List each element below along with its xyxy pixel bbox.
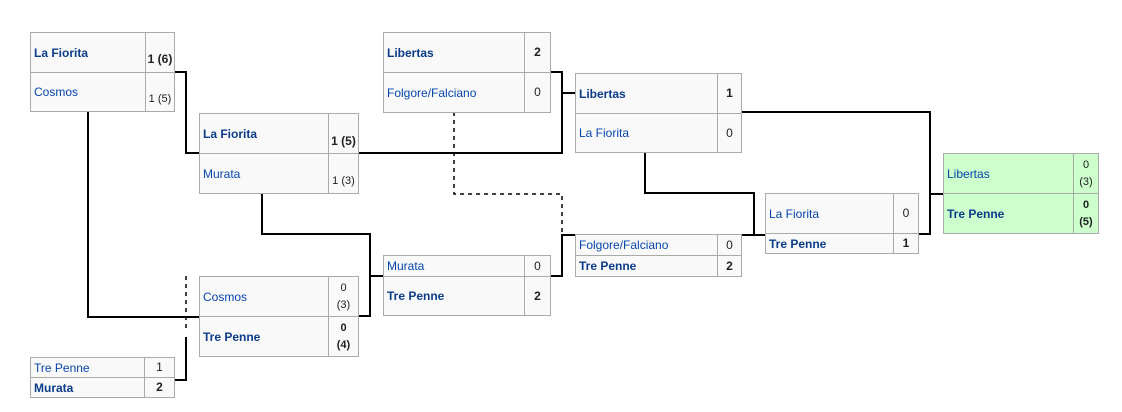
connector-r2b-r3b: [358, 275, 384, 317]
score-value: 0 (3): [328, 277, 358, 316]
team-name[interactable]: Murata: [387, 259, 425, 273]
score-value: 2: [524, 277, 550, 315]
score-goals: 0: [340, 321, 347, 334]
score-value: 0: [717, 114, 741, 152]
team-row: Murata 1 (3): [199, 153, 359, 194]
team-name[interactable]: Cosmos: [203, 289, 248, 304]
score-goals: 1: [148, 92, 155, 105]
team-name[interactable]: Murata: [34, 380, 74, 395]
team-name[interactable]: La Fiorita: [34, 45, 89, 60]
score-value: 1: [717, 74, 741, 113]
team-row: Tre Penne 1: [30, 357, 175, 378]
team-name[interactable]: Folgore/Falciano: [387, 85, 477, 100]
score-pens: (3): [336, 298, 351, 311]
team-row: La Fiorita 0: [765, 193, 919, 234]
team-name[interactable]: Murata: [203, 166, 241, 181]
score-value: 0: [524, 73, 550, 112]
team-name[interactable]: La Fiorita: [579, 126, 630, 140]
connector-fiorita-r5: [644, 153, 755, 236]
score-value: 0 (4): [328, 317, 358, 356]
connector-r2a-r4a: [358, 71, 563, 154]
connector-r3b-r4b: [550, 234, 576, 277]
team-name[interactable]: Tre Penne: [769, 236, 827, 251]
score-value: 2: [144, 378, 174, 397]
score-pens: (3): [1079, 175, 1093, 188]
score-pens: (5): [157, 92, 172, 105]
score-goals: 1: [332, 175, 339, 187]
team-row: Libertas 1: [575, 73, 742, 114]
score-value: 0: [717, 235, 741, 255]
score-pens: (3): [341, 175, 355, 187]
team-row: Murata 0: [383, 255, 551, 277]
score-value: 1 (3): [328, 154, 358, 193]
score-value: 0 (3): [1073, 154, 1098, 193]
team-row: Tre Penne 0 (5): [943, 193, 1099, 234]
score-value: 2: [524, 33, 550, 72]
team-row: Cosmos 0 (3): [199, 276, 359, 317]
score-pens: (6): [157, 52, 173, 66]
score-pens: (5): [1079, 215, 1093, 228]
score-goals: 0: [1082, 198, 1090, 211]
team-name[interactable]: Cosmos: [34, 85, 79, 99]
team-row: La Fiorita 1 (5): [199, 113, 359, 154]
score-cell: 1 (5): [145, 72, 175, 112]
team-row: Tre Penne 0 (4): [199, 316, 359, 357]
score-value: 0: [524, 256, 550, 276]
team-row: Murata 2: [30, 377, 175, 398]
team-name[interactable]: La Fiorita: [769, 206, 820, 221]
score-pens: (5): [341, 134, 356, 148]
team-row: Libertas 2: [383, 32, 551, 73]
team-name[interactable]: Libertas: [579, 86, 626, 101]
score-value: 1: [144, 358, 174, 377]
connector-r1b-r2b: [174, 337, 187, 381]
connector-r1a-r2a: [174, 71, 200, 154]
team-name[interactable]: Tre Penne: [34, 360, 90, 375]
score-goals: 0: [340, 281, 347, 294]
team-row: Libertas 0 (3): [943, 153, 1099, 194]
team-row: Tre Penne 1: [765, 233, 919, 254]
team-row: Folgore/Falciano 0: [383, 72, 551, 113]
team-row: Tre Penne 2: [575, 255, 742, 277]
team-name[interactable]: Folgore/Falciano: [579, 238, 669, 252]
team-name[interactable]: Tre Penne: [947, 206, 1005, 221]
team-name[interactable]: Libertas: [947, 166, 990, 181]
team-name[interactable]: La Fiorita: [203, 126, 258, 141]
score-value: 0: [893, 194, 918, 233]
score-pens: (4): [336, 338, 351, 351]
score-goals: 1: [331, 134, 338, 148]
score-value: 1: [893, 234, 918, 253]
score-goals: 1: [147, 52, 155, 66]
score-cell: 1 (6): [145, 32, 175, 73]
team-row: Tre Penne 2: [383, 276, 551, 316]
connector-r4a-final: [742, 111, 931, 235]
team-name[interactable]: Tre Penne: [387, 289, 445, 303]
team-name[interactable]: Tre Penne: [203, 329, 261, 344]
connector-dashed-folgore: [453, 112, 563, 235]
team-name[interactable]: Libertas: [387, 45, 434, 60]
score-goals: 0: [1082, 158, 1090, 171]
team-row: Folgore/Falciano 0: [575, 234, 742, 256]
team-row: La Fiorita 0: [575, 113, 742, 153]
score-value: 2: [717, 256, 741, 276]
connector-cosmos-r2b: [87, 112, 200, 318]
score-value: 1 (5): [146, 73, 174, 111]
score-value: 1 (6): [146, 33, 174, 72]
team-name[interactable]: Tre Penne: [579, 259, 637, 273]
score-value: 0 (5): [1073, 194, 1098, 233]
score-value: 1 (5): [328, 114, 358, 153]
